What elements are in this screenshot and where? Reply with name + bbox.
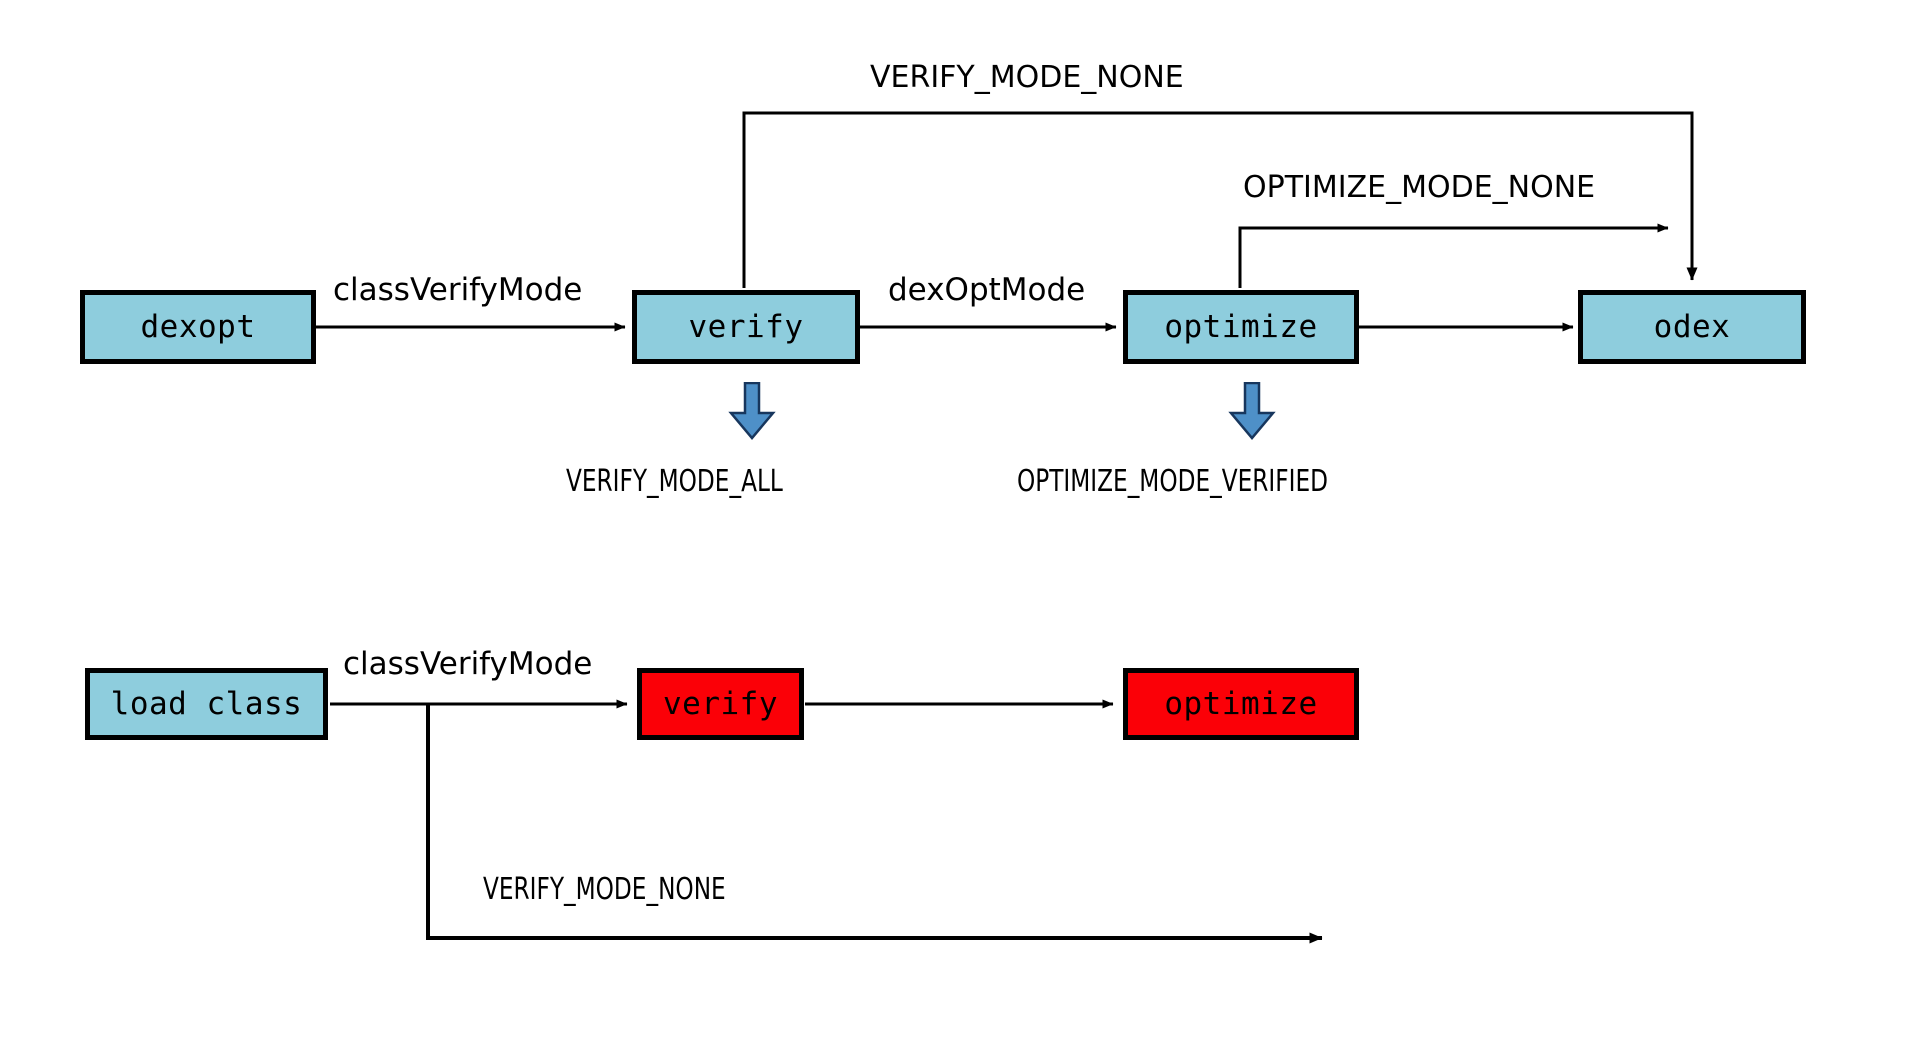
node-optimize[interactable]: optimize (1123, 290, 1359, 364)
node-verify[interactable]: verify (632, 290, 860, 364)
edge-verify-mode-none-branch (426, 704, 1323, 944)
node-load-class[interactable]: load class (85, 668, 328, 740)
node-verify-label: verify (688, 309, 804, 345)
label-verify-mode-none-bottom: VERIFY_MODE_NONE (483, 872, 726, 907)
label-class-verify-mode-bottom: classVerifyMode (343, 646, 593, 682)
label-verify-mode-none-top: VERIFY_MODE_NONE (870, 60, 1184, 95)
node-odex[interactable]: odex (1578, 290, 1806, 364)
node-optimize-label: optimize (1164, 309, 1318, 345)
label-optimize-mode-none-top: OPTIMIZE_MODE_NONE (1243, 170, 1596, 205)
block-arrow-optimize-mode-verified (1228, 382, 1276, 440)
node-verify-runtime[interactable]: verify (637, 668, 804, 740)
node-optimize-runtime-label: optimize (1164, 686, 1318, 722)
block-arrow-verify-mode-all (728, 382, 776, 440)
edge-verify-mode-none-bypass (742, 111, 1698, 288)
node-odex-label: odex (1653, 309, 1731, 345)
node-optimize-runtime[interactable]: optimize (1123, 668, 1359, 740)
node-verify-runtime-label: verify (663, 686, 778, 722)
node-dexopt-label: dexopt (140, 309, 256, 345)
label-optimize-mode-verified: OPTIMIZE_MODE_VERIFIED (1017, 464, 1328, 499)
node-dexopt[interactable]: dexopt (80, 290, 316, 364)
label-dex-opt-mode: dexOptMode (888, 272, 1086, 308)
edge-optimize-mode-none-bypass (1238, 223, 1669, 288)
label-class-verify-mode: classVerifyMode (333, 272, 583, 308)
label-verify-mode-all: VERIFY_MODE_ALL (566, 464, 783, 499)
node-load-class-label: load class (110, 686, 303, 722)
